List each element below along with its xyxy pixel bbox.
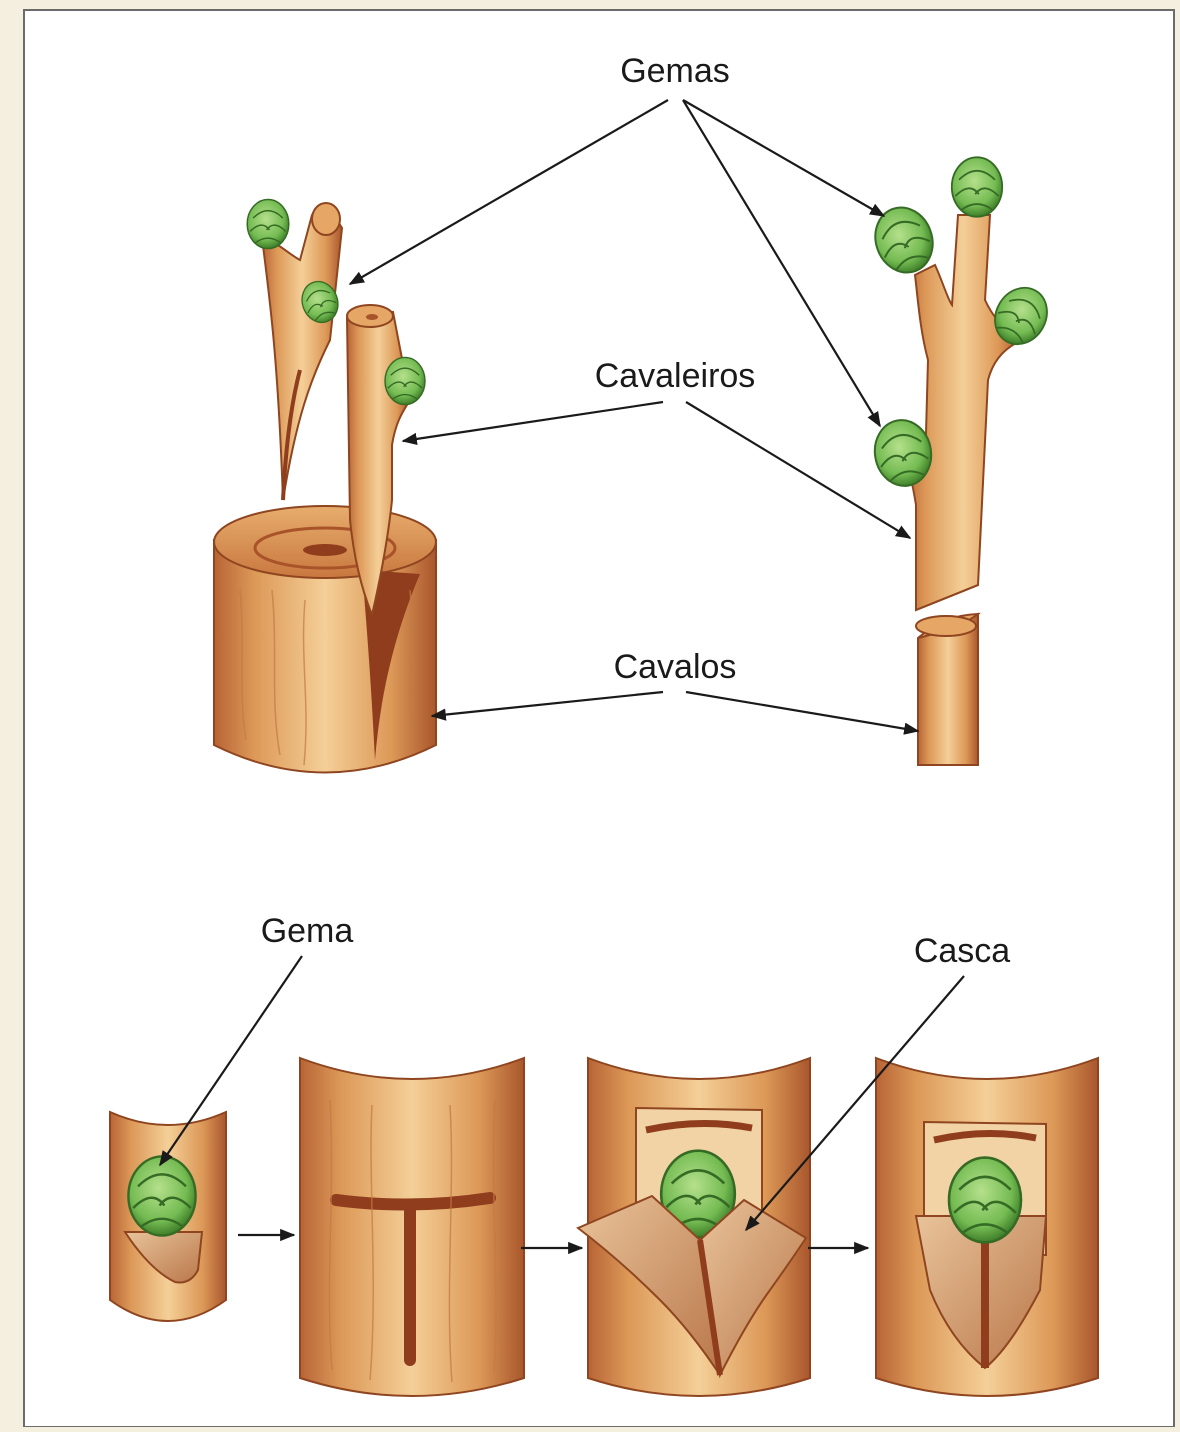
bud-icon <box>247 199 289 248</box>
label-gema: Gema <box>261 912 354 950</box>
label-casca: Casca <box>914 932 1010 970</box>
label-cavaleiros: Cavaleiros <box>595 357 756 395</box>
bud-icon <box>949 1158 1021 1243</box>
label-gemas: Gemas <box>620 52 730 90</box>
bud-icon <box>952 157 1002 216</box>
bud-icon <box>385 357 425 404</box>
cleft-graft-stock <box>214 506 436 773</box>
stock-t-cut <box>300 1058 524 1396</box>
label-cavalos: Cavalos <box>614 648 737 686</box>
splice-graft-stock <box>916 614 978 765</box>
bud-icon <box>128 1156 195 1235</box>
